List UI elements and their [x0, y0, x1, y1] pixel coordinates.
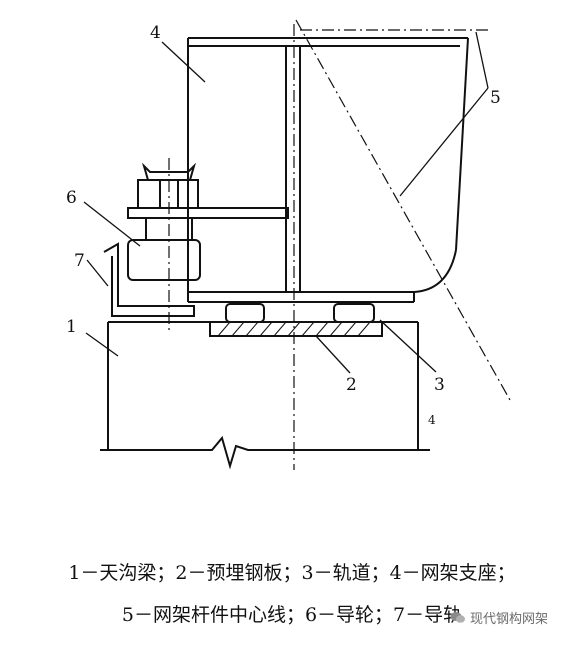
wechat-icon [450, 612, 465, 623]
label-1: 1 [66, 317, 77, 337]
stray-mark: 4 [428, 413, 436, 427]
legend-line-2: 5－网架杆件中心线；6－导轮；7－导轨 [121, 604, 463, 626]
label-5: 5 [490, 88, 501, 108]
label-2: 2 [346, 375, 357, 395]
label-4: 4 [150, 23, 161, 43]
watermark-text: 现代钢构网架 [470, 612, 549, 627]
watermark: 现代钢构网架 [450, 608, 548, 627]
rail [225, 303, 375, 323]
truss-bearing [187, 37, 469, 303]
label-7: 7 [74, 251, 85, 271]
embedded-steel-plate [209, 321, 383, 337]
part-numbers: 4 5 6 7 1 2 3 4 [66, 23, 501, 427]
guide-rail [103, 242, 195, 317]
engineering-drawing: 4 5 6 7 1 2 3 4 [66, 19, 511, 470]
gutter-beam [100, 321, 430, 470]
label-6: 6 [66, 188, 77, 208]
leader-lines [83, 31, 489, 374]
center-lines [168, 19, 511, 470]
guide-wheel [127, 162, 289, 281]
legend-line-1: 1－天沟梁；2－预埋钢板；3－轨道；4－网架支座； [68, 562, 516, 584]
label-3: 3 [434, 375, 445, 395]
